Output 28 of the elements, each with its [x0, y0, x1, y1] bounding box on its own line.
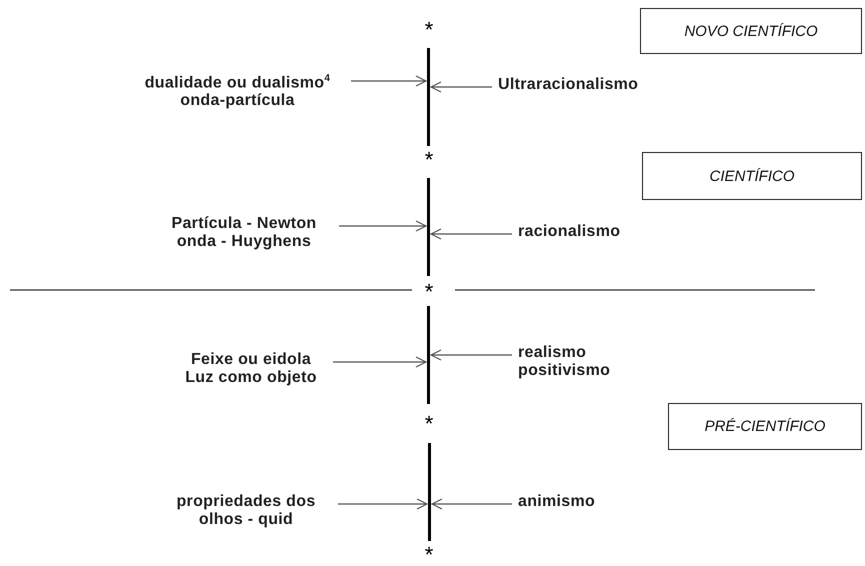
asterisk-mark: * — [424, 149, 434, 171]
axis-segment — [428, 443, 431, 541]
arrow — [338, 498, 428, 510]
asterisk-mark: * — [424, 281, 434, 303]
concept-text: animismo — [518, 493, 596, 511]
arrow — [430, 349, 512, 361]
arrow — [333, 356, 427, 368]
arrow — [431, 498, 512, 510]
period-box: NOVO CIENTÍFICO — [640, 8, 862, 54]
axis-segment — [427, 306, 430, 404]
arrow — [339, 220, 427, 232]
concept-text: Ultraracionalismo — [498, 76, 638, 94]
asterisk-mark: * — [424, 544, 434, 566]
asterisk-mark: * — [424, 413, 434, 435]
axis-segment — [427, 48, 430, 146]
concept-text: realismo positivismo — [518, 344, 612, 380]
arrow — [351, 75, 427, 87]
concept-text: racionalismo — [518, 223, 620, 241]
arrow — [430, 228, 512, 240]
concept-text: dualidade ou dualismo$^{4}$ onda-partícula — [144, 72, 332, 110]
concept-text: propriedades dos olhos - quid — [175, 493, 317, 529]
arrow — [430, 81, 492, 93]
period-box: PRÉ-CIENTÍFICO — [668, 403, 862, 450]
axis-segment — [427, 178, 430, 276]
concept-text: Partícula - Newton onda - Huyghens — [170, 215, 318, 251]
period-box: CIENTÍFICO — [642, 152, 862, 200]
asterisk-mark: * — [424, 19, 434, 41]
concept-text: Feixe ou eidola Luz como objeto — [184, 351, 318, 387]
